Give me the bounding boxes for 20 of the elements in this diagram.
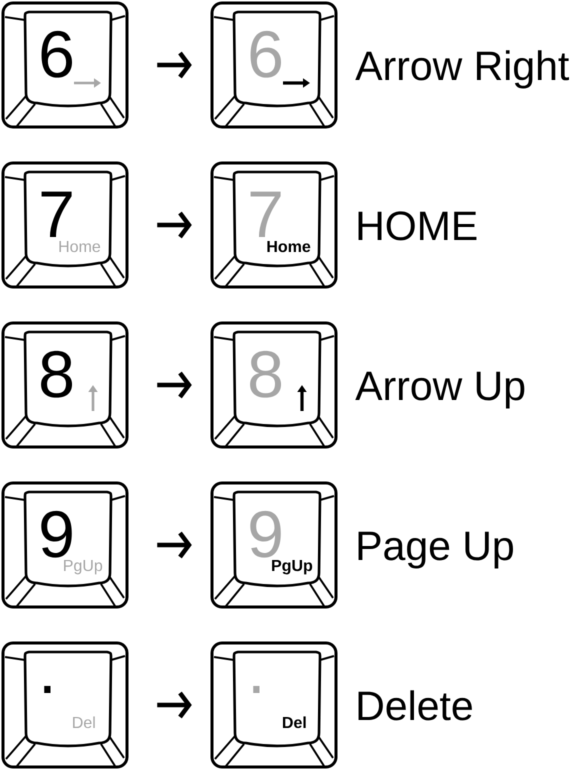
keycap: 7 Home [2, 162, 128, 288]
keycap: 7 Home [210, 162, 338, 288]
key-function-label: Page Up [358, 532, 513, 568]
key-function-label: Delete [358, 690, 472, 720]
keycap: 8 [210, 322, 338, 448]
keycap: . Del [2, 642, 128, 768]
keycap: . Del [210, 642, 338, 768]
arrow [157, 692, 192, 718]
keycap: 9 PgUp [2, 482, 128, 608]
keycap: 6 [2, 2, 128, 128]
key-function-label: HOME [358, 211, 476, 240]
key-function-label: Arrow Right [355, 50, 569, 88]
arrow [157, 212, 192, 238]
key-function-label: Arrow Up [355, 372, 524, 408]
arrow [157, 52, 192, 78]
keycap: 9 PgUp [210, 482, 338, 608]
keycap: 8 [2, 322, 128, 448]
arrow [157, 372, 192, 398]
arrow [157, 532, 192, 558]
keycap: 6 [210, 2, 338, 128]
